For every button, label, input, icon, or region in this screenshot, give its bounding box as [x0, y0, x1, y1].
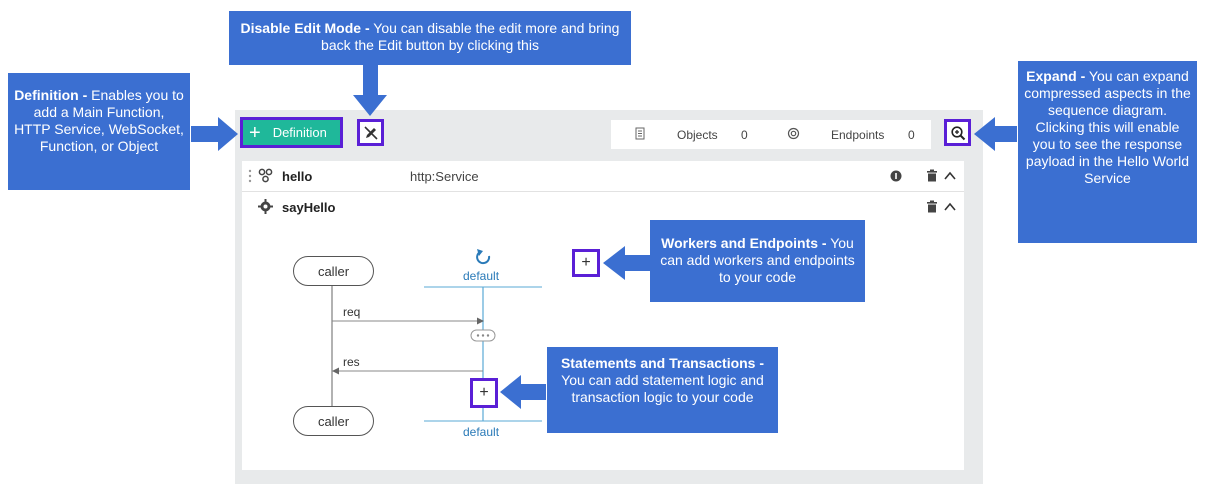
add-worker-button[interactable]: + — [572, 249, 600, 277]
plus-icon: + — [249, 121, 261, 144]
callout-workers: Workers and Endpoints - You can add work… — [650, 220, 865, 302]
zoom-in-icon — [950, 125, 965, 140]
endpoints-label: Endpoints — [831, 128, 885, 142]
drag-handle-icon[interactable] — [248, 169, 252, 183]
edit-off-icon — [363, 125, 378, 140]
caller-top-box[interactable]: caller — [293, 256, 374, 286]
plus-icon: + — [479, 384, 489, 401]
chevron-up-icon[interactable] — [944, 171, 956, 180]
callout-definition-body: Enables you to add a Main Function, HTTP… — [14, 87, 184, 154]
plus-icon: + — [581, 254, 591, 271]
disable-edit-mode-button[interactable] — [357, 119, 384, 146]
callout-statements-body: You can add statement logic and transact… — [561, 372, 764, 405]
caller-bottom-box[interactable]: caller — [293, 406, 374, 436]
objects-label: Objects — [677, 128, 718, 142]
expand-button[interactable] — [944, 119, 971, 146]
callout-disable-edit-body: You can disable the edit more and bring … — [321, 20, 620, 53]
objects-count: 0 — [741, 128, 748, 142]
callout-statements-title: Statements and Transactions - — [560, 355, 765, 371]
definition-button-label: Definition — [272, 125, 327, 140]
delete-icon[interactable] — [926, 200, 938, 213]
caller-bottom-label: caller — [317, 413, 350, 429]
callout-statements: Statements and Transactions - You can ad… — [547, 347, 778, 433]
stats-bar: Objects 0 Endpoints 0 — [611, 120, 931, 149]
add-statement-button[interactable]: + — [470, 378, 498, 408]
callout-expand-body: You can expand compressed aspects in the… — [1024, 68, 1191, 186]
service-name: hello — [282, 169, 313, 184]
callout-expand: Expand - You can expand compressed aspec… — [1018, 61, 1197, 243]
delete-icon[interactable] — [926, 169, 938, 182]
caller-top-label: caller — [317, 263, 350, 279]
service-type: http:Service — [410, 169, 479, 184]
refresh-icon — [476, 249, 491, 265]
callout-expand-title: Expand - — [1026, 68, 1086, 84]
endpoint-icon — [787, 127, 800, 140]
req-label: req — [343, 305, 361, 319]
res-label: res — [343, 355, 360, 369]
callout-disable-edit: Disable Edit Mode - You can disable the … — [229, 11, 631, 65]
endpoints-count: 0 — [908, 128, 915, 142]
service-row[interactable]: hello http:Service — [242, 161, 964, 192]
req-arrowhead — [477, 317, 484, 325]
resource-name: sayHello — [282, 200, 336, 215]
definition-button[interactable]: + Definition — [240, 117, 343, 148]
gear-icon — [258, 199, 273, 214]
chevron-up-icon[interactable] — [944, 202, 956, 211]
res-arrowhead — [332, 367, 339, 375]
callout-workers-body: You can add workers and endpoints to you… — [660, 235, 855, 285]
service-icon — [258, 168, 273, 183]
default-top-label: default — [463, 269, 500, 283]
callout-definition: Definition - Enables you to add a Main F… — [8, 73, 190, 190]
default-bottom-label: default — [463, 425, 500, 439]
document-icon — [635, 127, 645, 140]
callout-workers-title: Workers and Endpoints - — [661, 235, 827, 251]
info-icon[interactable] — [890, 170, 902, 182]
callout-definition-title: Definition - — [14, 87, 88, 103]
callout-disable-edit-title: Disable Edit Mode - — [240, 20, 370, 36]
